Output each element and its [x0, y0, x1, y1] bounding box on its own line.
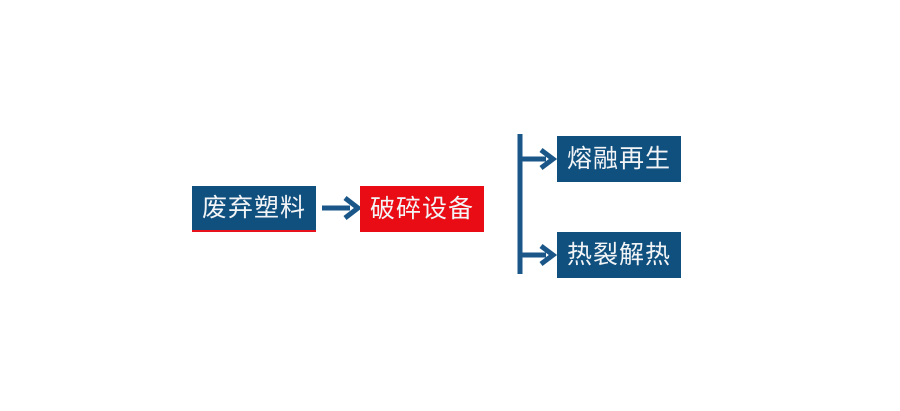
arrow-head: [343, 196, 363, 220]
branch-bottom-arrow-head: [539, 244, 558, 266]
node-waste-plastic[interactable]: 废弃塑料: [192, 186, 316, 232]
node-pyrolysis-label: 热裂解热: [566, 240, 671, 269]
node-pyrolysis[interactable]: 热裂解热: [557, 232, 681, 278]
node-melt-regeneration[interactable]: 熔融再生: [557, 136, 681, 182]
node-waste-plastic-label: 废弃塑料: [201, 193, 306, 222]
node-melt-regeneration-label: 熔融再生: [566, 144, 671, 173]
node-crushing-equipment[interactable]: 破碎设备: [360, 186, 484, 232]
branch-top-arrow-head: [539, 148, 558, 170]
arrow-right-icon: [322, 196, 363, 220]
node-crushing-equipment-label: 破碎设备: [369, 194, 474, 223]
